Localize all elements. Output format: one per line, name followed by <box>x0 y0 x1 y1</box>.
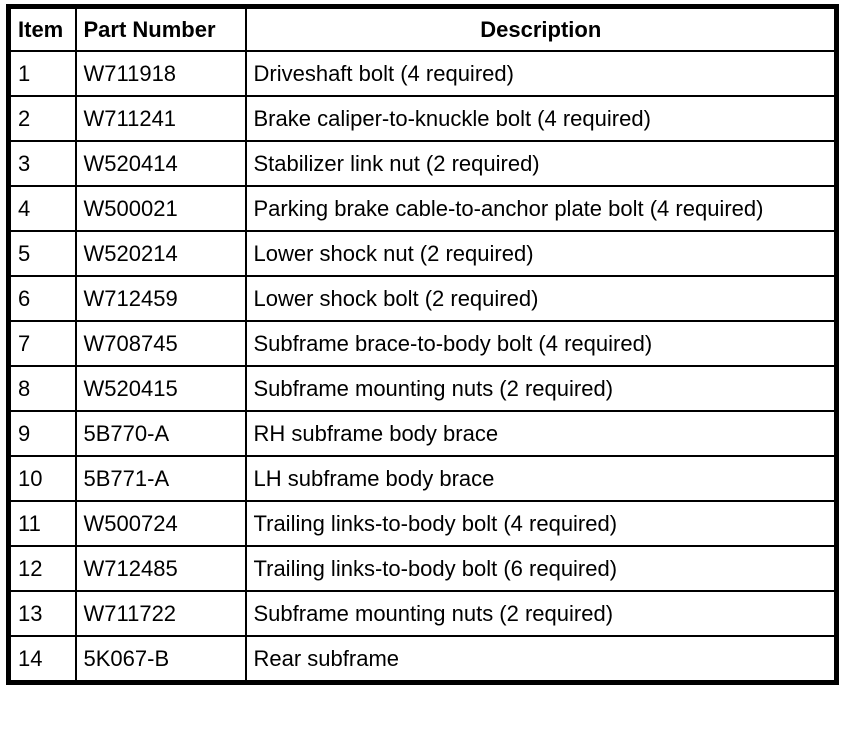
header-part-number: Part Number <box>74 5 247 52</box>
item-cell: 1 <box>7 50 77 97</box>
item-cell: 6 <box>7 275 77 322</box>
part-number-cell: W520214 <box>74 230 247 277</box>
part-number-cell: 5K067-B <box>74 635 247 684</box>
part-number-cell: W708745 <box>74 320 247 367</box>
item-cell: 8 <box>7 365 77 412</box>
description-cell: Trailing links-to-body bolt (6 required) <box>244 545 838 592</box>
description-cell: RH subframe body brace <box>244 410 838 457</box>
item-cell: 9 <box>7 410 77 457</box>
header-description: Description <box>244 5 838 52</box>
part-number-cell: W520414 <box>74 140 247 187</box>
description-cell: Driveshaft bolt (4 required) <box>244 50 838 97</box>
item-cell: 13 <box>7 590 77 637</box>
description-cell: LH subframe body brace <box>244 455 838 502</box>
part-number-cell: W520415 <box>74 365 247 412</box>
description-cell: Trailing links-to-body bolt (4 required) <box>244 500 838 547</box>
item-cell: 10 <box>7 455 77 502</box>
part-number-cell: W711241 <box>74 95 247 142</box>
description-cell: Stabilizer link nut (2 required) <box>244 140 838 187</box>
description-cell: Parking brake cable-to-anchor plate bolt… <box>244 185 838 232</box>
item-cell: 12 <box>7 545 77 592</box>
table-header-row: Item Part Number Description <box>7 5 838 52</box>
item-cell: 14 <box>7 635 77 684</box>
item-cell: 7 <box>7 320 77 367</box>
part-number-cell: W500724 <box>74 500 247 547</box>
item-cell: 11 <box>7 500 77 547</box>
part-number-cell: W500021 <box>74 185 247 232</box>
description-cell: Lower shock bolt (2 required) <box>244 275 838 322</box>
part-number-cell: 5B770-A <box>74 410 247 457</box>
part-number-cell: W711722 <box>74 590 247 637</box>
item-cell: 3 <box>7 140 77 187</box>
item-cell: 5 <box>7 230 77 277</box>
part-number-cell: W711918 <box>74 50 247 97</box>
part-number-cell: 5B771-A <box>74 455 247 502</box>
part-number-cell: W712459 <box>74 275 247 322</box>
item-cell: 4 <box>7 185 77 232</box>
description-cell: Rear subframe <box>244 635 838 684</box>
description-cell: Brake caliper-to-knuckle bolt (4 require… <box>244 95 838 142</box>
part-number-cell: W712485 <box>74 545 247 592</box>
description-cell: Lower shock nut (2 required) <box>244 230 838 277</box>
description-cell: Subframe brace-to-body bolt (4 required) <box>244 320 838 367</box>
item-cell: 2 <box>7 95 77 142</box>
description-cell: Subframe mounting nuts (2 required) <box>244 590 838 637</box>
header-item: Item <box>7 5 77 52</box>
description-cell: Subframe mounting nuts (2 required) <box>244 365 838 412</box>
